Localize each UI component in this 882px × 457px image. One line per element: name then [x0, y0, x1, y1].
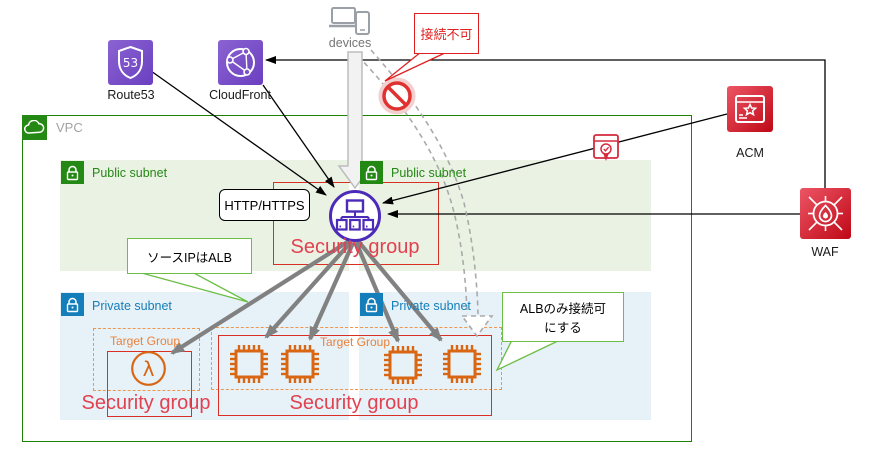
no-connection-callout: 接続不可	[414, 13, 479, 54]
acm-to-alb-arrow	[382, 113, 728, 205]
alb-only-text-line1: ALBのみ接続可	[519, 302, 607, 316]
svg-text:53: 53	[123, 56, 138, 70]
cloudfront-to-alb-arrow	[262, 84, 335, 188]
waf-icon	[800, 188, 851, 239]
lambda-target-group-box	[93, 328, 200, 391]
svg-text:λ: λ	[143, 357, 155, 381]
private-subnet-right-lock-icon	[360, 293, 383, 316]
route53-icon: 53	[108, 40, 153, 85]
cloudfront-label: CloudFront	[209, 88, 271, 102]
source-ip-text: ソースIPはALB	[147, 250, 232, 265]
ec2-target-group-label: Target Group	[319, 335, 391, 349]
alb-to-targets-arrows	[170, 239, 443, 355]
ec2-chip-icon	[384, 346, 422, 384]
no-connection-text: 接続不可	[420, 27, 473, 42]
http-https-label: HTTP/HTTPS	[219, 189, 310, 221]
alb-security-group-label: Security group	[290, 236, 420, 258]
public-subnet-left-lock-icon	[61, 161, 84, 184]
http-https-text: HTTP/HTTPS	[224, 197, 305, 213]
certificate-icon	[593, 134, 619, 161]
private-subnet-left	[60, 292, 349, 420]
waf-label: WAF	[811, 245, 839, 259]
alb-only-callout-pointer	[495, 339, 561, 372]
ec2-chip-icon	[443, 345, 481, 383]
devices-label: devices	[328, 36, 372, 50]
route53-label: Route53	[107, 88, 155, 102]
ec2-security-group-label: Security group	[289, 392, 419, 414]
devices-icon	[329, 7, 370, 35]
cloudfront-icon	[218, 40, 263, 85]
lambda-security-group-label: Security group	[81, 392, 211, 414]
ec2-security-group-box	[218, 335, 492, 416]
ec2-target-group-box	[211, 327, 502, 390]
public-subnet-left-label: Public subnet	[92, 166, 168, 180]
private-subnet-left-label: Private subnet	[92, 299, 172, 313]
alb-icon	[329, 190, 381, 242]
lambda-target-group-label: Target Group	[109, 334, 181, 348]
alb-only-text-line2: にする	[544, 321, 582, 335]
route53-to-alb-arrow	[150, 70, 327, 196]
private-subnet-right-label: Private subnet	[391, 299, 471, 313]
prohibition-icon	[378, 77, 416, 115]
public-subnet-right-lock-icon	[360, 161, 383, 184]
source-ip-callout: ソースIPはALB	[127, 238, 252, 274]
vpc-icon	[22, 115, 47, 140]
public-subnet-right-label: Public subnet	[391, 166, 467, 180]
no-connection-callout-pointer	[384, 51, 448, 82]
acm-icon	[727, 86, 773, 132]
acm-label: ACM	[736, 146, 764, 160]
source-ip-callout-pointer	[137, 271, 249, 303]
private-subnet-left-lock-icon	[61, 293, 84, 316]
alb-only-callout: ALBのみ接続可 にする	[502, 292, 624, 342]
lambda-icon: λ	[131, 351, 166, 386]
vpc-label: VPC	[56, 120, 83, 135]
waf-to-cloudfront-line	[265, 56, 826, 188]
ec2-chip-icon	[230, 345, 268, 383]
public-subnet-right	[359, 160, 651, 271]
ec2-chip-icon	[281, 345, 319, 383]
